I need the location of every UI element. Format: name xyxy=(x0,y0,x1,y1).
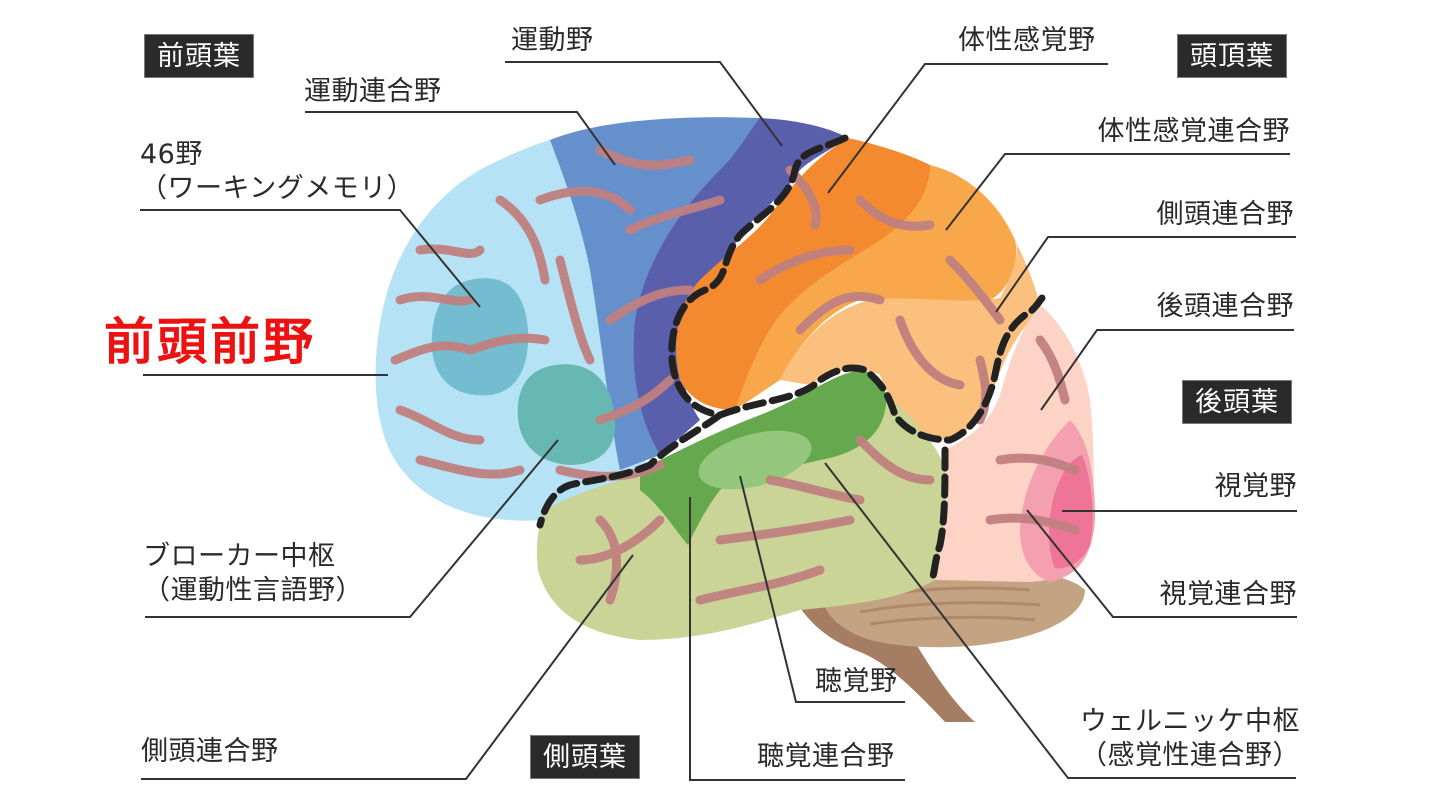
leader-motor-area xyxy=(505,61,783,147)
leader-wernicke xyxy=(824,462,1296,779)
leader-auditory-assoc xyxy=(689,497,905,781)
label-somatosensory-association: 体性感覚連合野 xyxy=(1097,116,1290,147)
broca-area xyxy=(517,364,616,465)
prefrontal-highlight-label: 前頭前野 xyxy=(104,313,316,371)
label-occipital-association: 後頭連合野 xyxy=(1156,291,1294,322)
leader-occipital-assoc xyxy=(1040,329,1294,411)
label-area46-line1: 46野 xyxy=(140,139,203,170)
sulci xyxy=(390,145,1080,605)
label-area46-line2: （ワーキングメモリ） xyxy=(140,173,415,204)
label-broca-line2: （運動性言語野） xyxy=(143,575,363,606)
somatosensory-association-cortex xyxy=(735,165,1017,410)
auditory-area xyxy=(698,430,812,490)
label-broca: ブローカー中枢 （運動性言語野） xyxy=(143,540,363,608)
label-temporal-association-left: 側頭連合野 xyxy=(141,736,279,767)
lobe-boundaries xyxy=(536,134,1046,584)
label-motor-association: 運動連合野 xyxy=(304,76,442,107)
leader-temporal-assoc-left xyxy=(141,554,634,780)
lobe-tag-parietal: 頭頂葉 xyxy=(1177,34,1287,78)
leader-auditory-area xyxy=(739,475,905,703)
label-area46: 46野 （ワーキングメモリ） xyxy=(140,138,414,206)
label-broca-line1: ブローカー中枢 xyxy=(143,541,336,572)
leader-lines xyxy=(140,61,1297,781)
lobe-tag-frontal: 前頭葉 xyxy=(144,34,254,78)
label-wernicke-line1: ウェルニッケ中枢 xyxy=(1080,706,1300,737)
leader-area46 xyxy=(140,209,481,308)
label-temporal-association-right: 側頭連合野 xyxy=(1156,199,1294,230)
leader-somatosensory-assoc xyxy=(945,153,1290,231)
label-wernicke: ウェルニッケ中枢 （感覚性連合野） xyxy=(1080,705,1300,773)
label-visual-area: 視覚野 xyxy=(1214,471,1297,502)
label-visual-association: 視覚連合野 xyxy=(1159,579,1297,610)
label-auditory-area: 聴覚野 xyxy=(815,666,898,697)
leader-somatosensory xyxy=(827,63,1108,194)
leader-visual-assoc xyxy=(1026,509,1297,618)
label-motor-area: 運動野 xyxy=(511,25,594,56)
label-wernicke-line2: （感覚性連合野） xyxy=(1080,740,1300,771)
lobe-tag-occipital: 後頭葉 xyxy=(1182,380,1292,424)
leader-motor-association xyxy=(305,111,616,166)
label-somatosensory-area: 体性感覚野 xyxy=(958,25,1096,56)
leader-temporal-assoc-right xyxy=(995,236,1296,313)
label-auditory-association: 聴覚連合野 xyxy=(757,741,895,772)
area-46 xyxy=(431,278,529,396)
brainstem xyxy=(795,600,975,722)
lobe-tag-temporal: 側頭葉 xyxy=(530,735,640,779)
leader-broca xyxy=(145,439,559,618)
